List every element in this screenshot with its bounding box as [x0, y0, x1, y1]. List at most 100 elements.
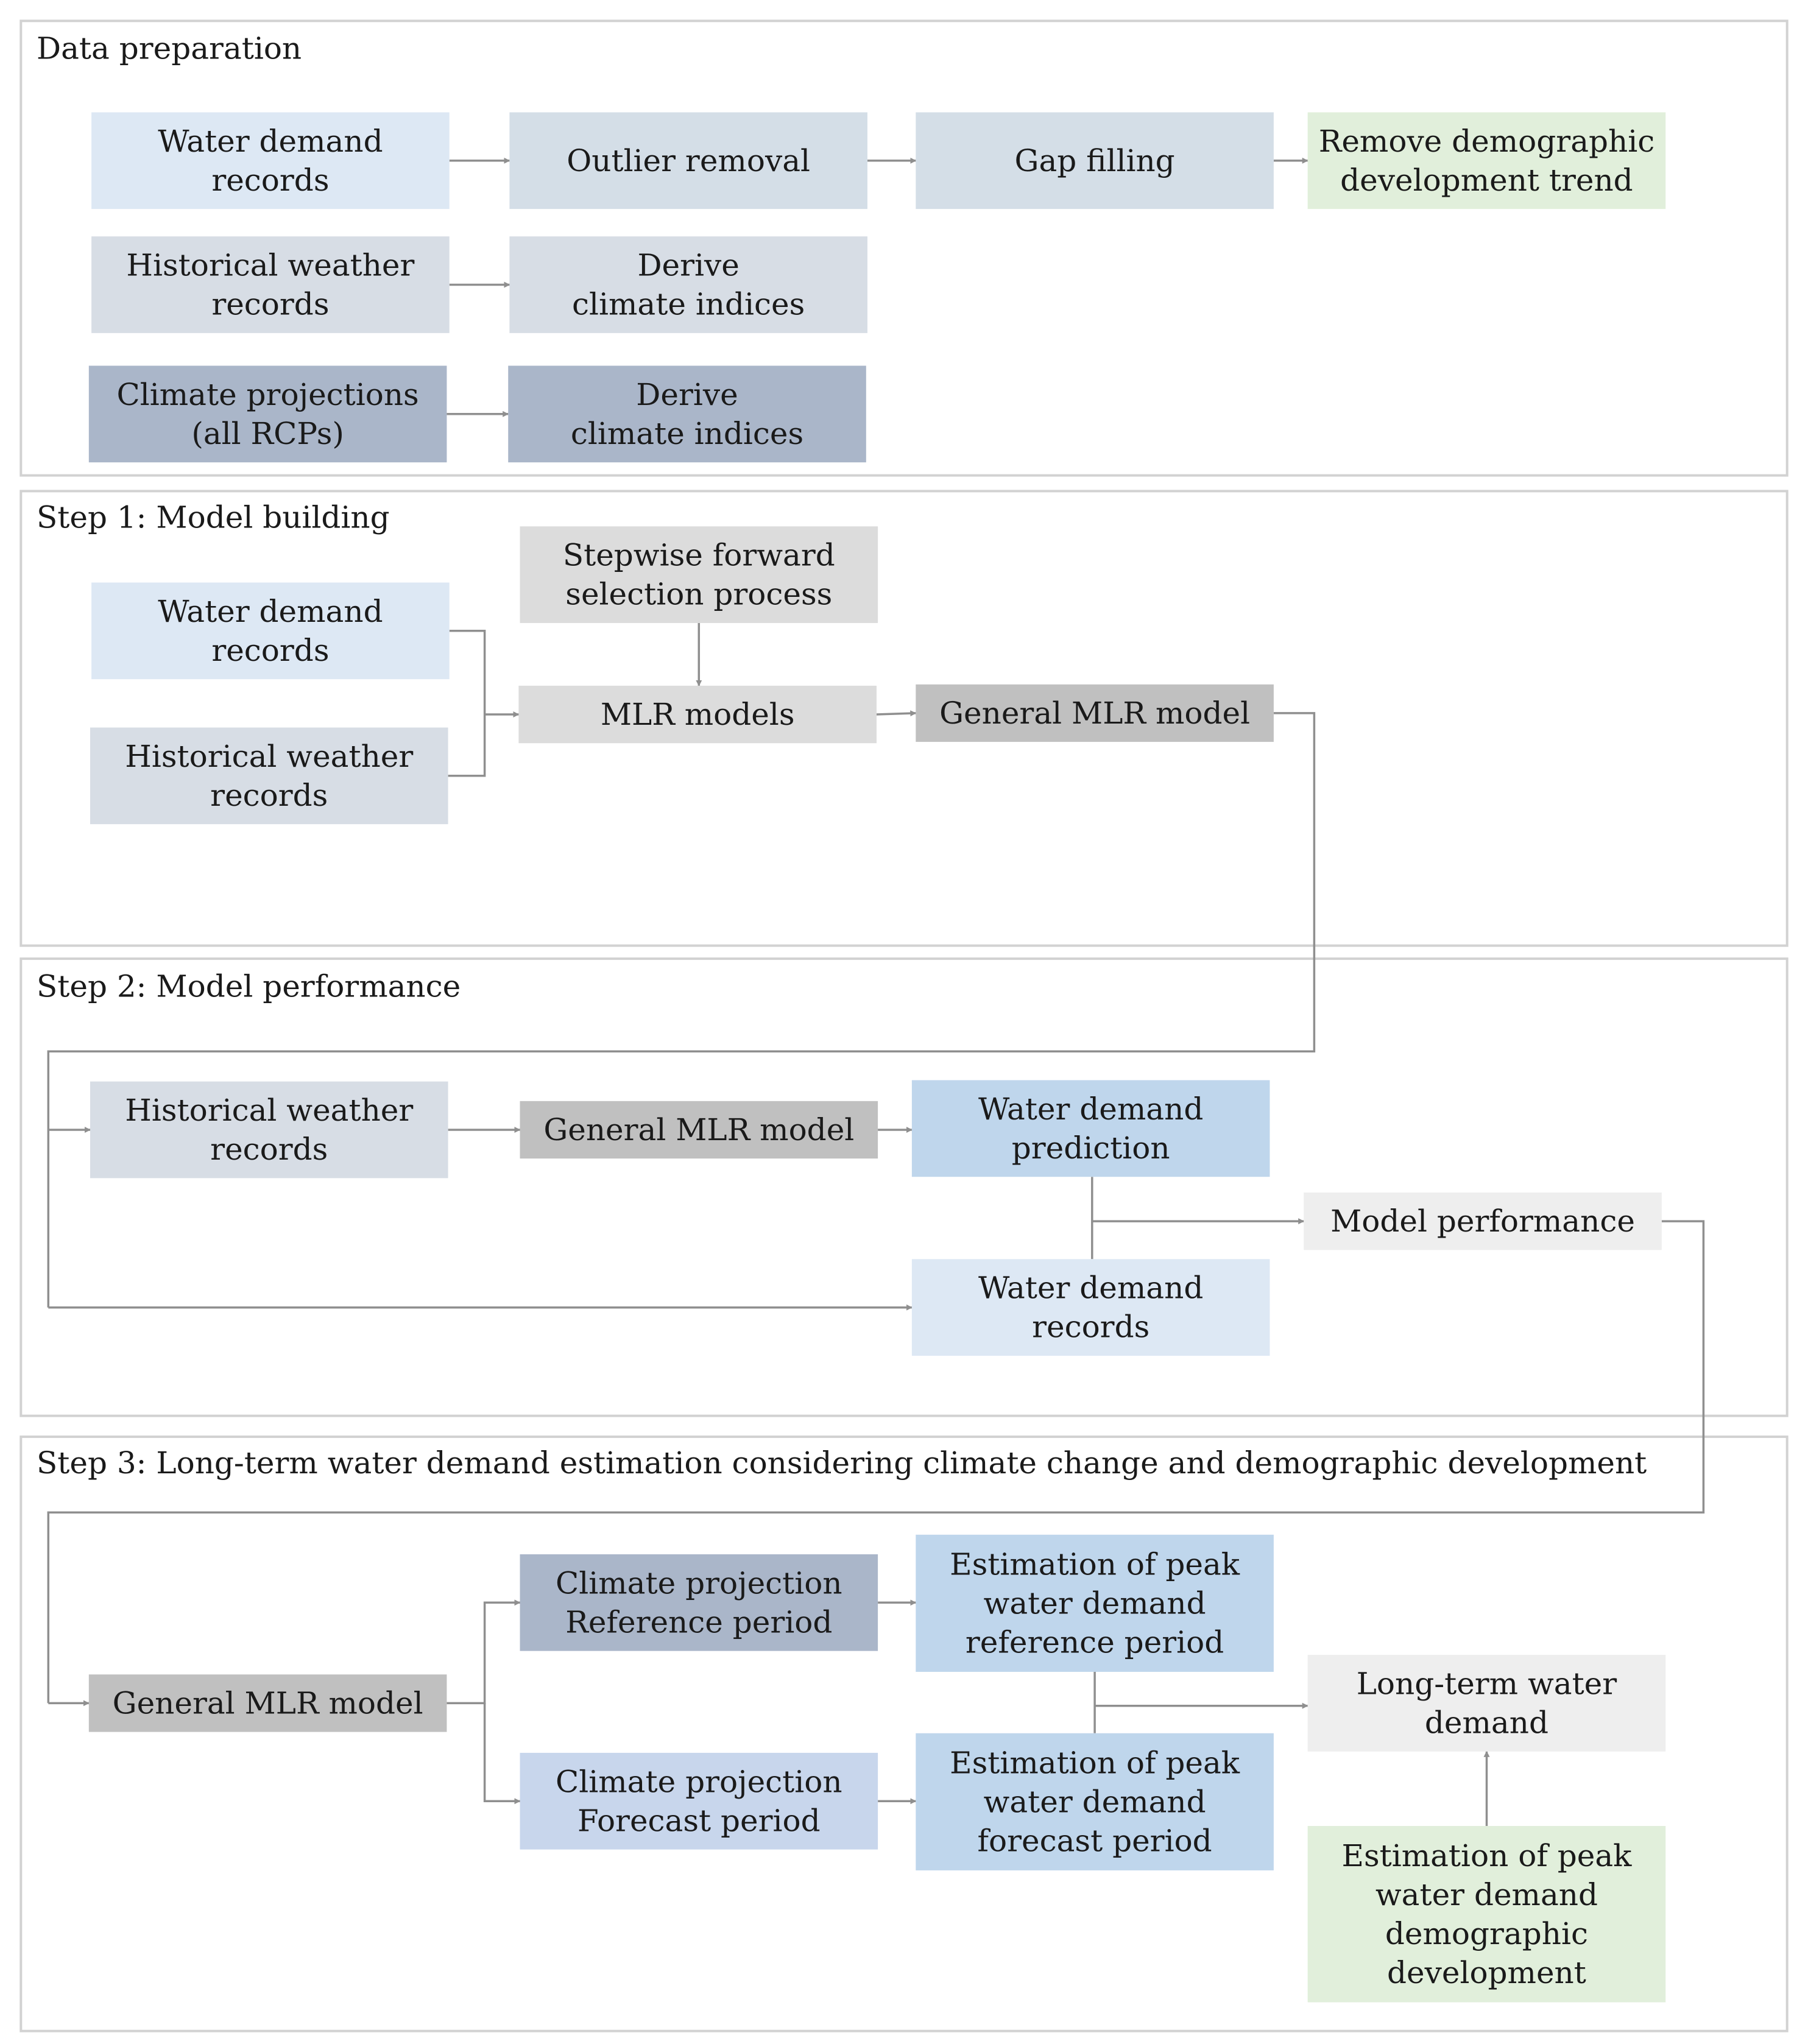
box-s1-general-mlr-model[interactable]: General MLR model [916, 684, 1274, 742]
arrow-mlr-to-general [876, 710, 917, 717]
box-label-line: demographic [1385, 1916, 1588, 1951]
box-shape [88, 365, 447, 463]
box-label-line: General MLR model [939, 696, 1250, 731]
line-general-branch [447, 1599, 521, 1705]
box-shape [90, 1081, 448, 1179]
box-shape [1307, 1655, 1666, 1752]
section-title-prep: Data preparation [37, 31, 302, 66]
box-label-line: climate indices [572, 287, 805, 322]
box-shape [509, 112, 867, 210]
box-label-line: Water demand [978, 1091, 1203, 1127]
box-shape [91, 582, 450, 680]
box-label-line: General MLR model [113, 1685, 423, 1721]
box-s1-stepwise-selection[interactable]: Stepwise forward selection process [520, 526, 878, 623]
box-label-line: Outlier removal [567, 143, 810, 178]
box-label-line: Forecast period [577, 1803, 821, 1838]
box-label-line: (all RCPs) [191, 416, 344, 451]
box-shape [916, 1733, 1274, 1870]
line-performance-to-step3 [47, 1220, 1705, 1704]
box-prep-derive-climate-indices-hist[interactable]: Derive climate indices [509, 236, 867, 333]
box-shape [88, 1674, 447, 1732]
box-label-line: Climate projections [117, 377, 419, 412]
box-label-line: selection process [565, 577, 832, 612]
box-label-line: reference period [966, 1624, 1224, 1660]
box-label-line: demand [1425, 1705, 1548, 1740]
box-prep-gap-filling[interactable]: Gap filling [916, 112, 1274, 210]
line-general-branch-forecast [483, 1703, 521, 1805]
box-s1-historical-weather-records[interactable]: Historical weather records [90, 727, 448, 825]
box-label-line: water demand [984, 1585, 1206, 1621]
box-s2-general-mlr-model[interactable]: General MLR model [520, 1101, 878, 1159]
box-label-line: Estimation of peak [950, 1745, 1240, 1780]
box-label-line: Derive [636, 377, 738, 412]
box-label-line: records [211, 287, 329, 322]
box-label-line: development trend [1340, 163, 1633, 198]
box-label-line: water demand [1375, 1877, 1598, 1912]
box-label-line: climate indices [571, 416, 803, 451]
box-label-line: General MLR model [543, 1112, 854, 1147]
box-shape [509, 236, 867, 333]
box-label-line: Derive [637, 248, 739, 283]
box-label-line: records [210, 1132, 328, 1167]
box-label-line: Estimation of peak [1341, 1838, 1632, 1873]
box-s3-peak-demographic[interactable]: Estimation of peak water demand demographi… [1307, 1826, 1666, 2003]
box-prep-derive-climate-indices-proj[interactable]: Derive climate indices [508, 365, 866, 463]
box-label-line: Climate projection [556, 1764, 842, 1799]
box-label-line: records [211, 633, 329, 668]
box-label-line: Water demand [158, 124, 383, 159]
box-label-line: records [1032, 1309, 1149, 1345]
section-title-step1: Step 1: Model building [37, 499, 390, 535]
box-shape [91, 236, 450, 333]
box-prep-climate-projections[interactable]: Climate projections (all RCPs) [88, 365, 447, 463]
box-shape [520, 1101, 878, 1159]
box-label-line: records [210, 778, 328, 813]
section-title-step3: Step 3: Long-term water demand estimatio… [37, 1445, 1647, 1481]
box-label-line: Stepwise forward [563, 538, 835, 573]
box-s3-general-mlr-model[interactable]: General MLR model [88, 1674, 447, 1732]
box-label-line: MLR models [601, 697, 795, 732]
box-prep-outlier-removal[interactable]: Outlier removal [509, 112, 867, 210]
box-prep-remove-demographic-trend[interactable]: Remove demographic development trend [1307, 112, 1666, 210]
box-label-line: development [1387, 1955, 1586, 1990]
box-shape [1304, 1192, 1662, 1250]
box-shape [1307, 112, 1666, 210]
box-shape [91, 112, 450, 210]
section-frame-step1 [19, 490, 1789, 947]
box-label-line: Gap filling [1015, 143, 1175, 178]
box-label-line: forecast period [978, 1823, 1212, 1858]
box-shape [520, 1554, 878, 1651]
box-s2-historical-weather-records[interactable]: Historical weather records [90, 1081, 448, 1179]
box-label-line: Historical weather [125, 739, 413, 774]
box-s2-model-performance[interactable]: Model performance [1304, 1192, 1662, 1250]
box-shape [911, 1080, 1270, 1177]
box-s1-mlr-models[interactable]: MLR models [518, 685, 877, 744]
box-label-line: Climate projection [556, 1565, 842, 1601]
box-label-line: Remove demographic [1319, 124, 1655, 159]
box-label-line: Long-term water [1357, 1666, 1617, 1701]
box-shape [916, 684, 1274, 742]
box-label-line: Reference period [565, 1604, 832, 1640]
box-shape [90, 727, 448, 825]
box-label-line: Historical weather [125, 1093, 413, 1128]
box-shape [518, 685, 877, 744]
box-shape [1307, 1826, 1666, 2003]
box-label-line: prediction [1012, 1130, 1170, 1166]
box-shape [916, 112, 1274, 210]
section-title-step2: Step 2: Model performance [37, 968, 461, 1004]
box-s3-long-term-demand[interactable]: Long-term water demand [1307, 1655, 1666, 1752]
box-label-line: water demand [984, 1784, 1206, 1819]
box-s3-peak-forecast[interactable]: Estimation of peak water demand forecast p… [916, 1733, 1274, 1870]
section-frame-step2 [19, 957, 1789, 1417]
box-shape [508, 365, 866, 463]
box-label-line: Model performance [1330, 1203, 1635, 1239]
box-shape [520, 1752, 878, 1850]
